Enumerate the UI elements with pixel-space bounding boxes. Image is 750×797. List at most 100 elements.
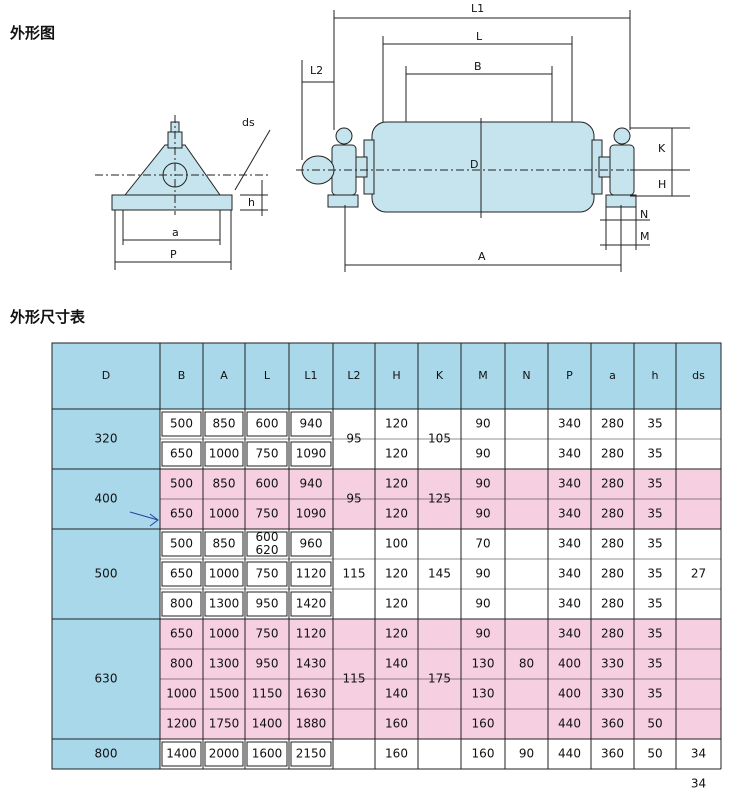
table-cell-value: 1200: [166, 717, 197, 731]
table-cell-n: 90: [519, 747, 534, 761]
table-cell-value: 650: [170, 627, 193, 641]
table-cell-tail: 340: [558, 627, 581, 641]
roller-outline-drawing: ds h a P: [95, 2, 690, 272]
table-cell: [161, 411, 202, 437]
table-cell-value: 1880: [296, 717, 327, 731]
table-cell-tail: 360: [601, 747, 624, 761]
table-cell-h: 160: [385, 717, 408, 731]
table-header-label: A: [220, 369, 228, 382]
table-cell-d: [51, 408, 161, 470]
table-cell-value: 1000: [209, 447, 240, 461]
table-cell-tail: 400: [558, 687, 581, 701]
table-header-label: L: [264, 369, 271, 382]
table-cell-value: 1120: [296, 627, 327, 641]
table-cell-h: 120: [385, 447, 408, 461]
table-cell-tail: 35: [647, 687, 662, 701]
table-cell-value: 850: [213, 477, 236, 491]
table-cell-h: 140: [385, 657, 408, 671]
table-cell-l2: 95: [346, 492, 361, 506]
label-m: M: [640, 230, 650, 243]
table-cell-h: 120: [385, 417, 408, 431]
table-cell-h: 140: [385, 687, 408, 701]
table-cell-value: 1400: [252, 717, 283, 731]
table-header-label: K: [436, 369, 444, 382]
table-cell-tail: 330: [601, 687, 624, 701]
table-cell-l2: 115: [343, 567, 366, 581]
table-header-label: ds: [692, 369, 705, 382]
table-cell: [204, 531, 244, 557]
table-cell-tail: 280: [601, 567, 624, 581]
table-header-cell: [504, 342, 549, 410]
table-cell-m: 70: [475, 537, 490, 551]
table-header-label: H: [392, 369, 400, 382]
table-header-label: D: [102, 369, 110, 382]
table-header-cell: [202, 342, 246, 410]
table-cell: [290, 741, 332, 767]
table-cell-m: 90: [475, 477, 490, 491]
table-cell-value: 1000: [166, 687, 197, 701]
table-header-label: L2: [347, 369, 360, 382]
table-cell-value: 750: [256, 567, 279, 581]
table-section-title: 外形尺寸表: [10, 308, 86, 326]
table-cell-value: 1120: [296, 567, 327, 581]
table-cell-d-value: 400: [95, 492, 118, 506]
table-cell-value: 1600: [252, 747, 283, 761]
table-cell-value: 1630: [296, 687, 327, 701]
table-cell-value: 1750: [209, 717, 240, 731]
table-cell-h: 120: [385, 507, 408, 521]
table-cell-tail: 35: [647, 477, 662, 491]
table-cell: [161, 741, 202, 767]
table-cell-value: 1150: [252, 687, 283, 701]
table-cell-value: 800: [170, 597, 193, 611]
table-cell-value: 1420: [296, 597, 327, 611]
table-cell-value: 650: [170, 567, 193, 581]
table-cell-tail: 280: [601, 507, 624, 521]
table-cell-value: 1300: [209, 597, 240, 611]
table-cell-d: [51, 528, 161, 620]
label-b: B: [474, 60, 482, 73]
table-cell-m: 90: [475, 567, 490, 581]
table-cell-n: 80: [519, 657, 534, 671]
table-cell-tail: 440: [558, 747, 581, 761]
label-a: a: [172, 226, 179, 239]
table-cell-ds: 34: [691, 777, 706, 791]
table-cell: [246, 741, 288, 767]
table-cell-m: 90: [475, 507, 490, 521]
table-cell-tail: 50: [647, 747, 662, 761]
table-cell: [204, 411, 244, 437]
table-cell-tail: 35: [647, 627, 662, 641]
table-cell-value: 850: [213, 417, 236, 431]
table-cell-tail: 340: [558, 567, 581, 581]
table-cell-tail: 330: [601, 657, 624, 671]
table-cell-value: 1500: [209, 687, 240, 701]
table-cell-k: 105: [428, 432, 451, 446]
table-cell-tail: 35: [647, 507, 662, 521]
table-cell-h: 120: [385, 627, 408, 641]
table-cell-k: 145: [428, 567, 451, 581]
label-l2: L2: [310, 64, 323, 77]
table-cell-d-value: 800: [95, 747, 118, 761]
table-cell-value: 600: [256, 477, 279, 491]
table-header-label: N: [522, 369, 530, 382]
table-cell-h: 120: [385, 477, 408, 491]
table-cell-tail: 35: [647, 417, 662, 431]
table-cell-tail: 50: [647, 717, 662, 731]
table-cell: [246, 411, 288, 437]
table-cell-ds: 34: [691, 747, 706, 761]
table-cell-h: 120: [385, 597, 408, 611]
drawing-section-title: 外形图: [10, 24, 56, 42]
table-cell-tail: 340: [558, 507, 581, 521]
table-cell-tail: 35: [647, 447, 662, 461]
table-cell-tail: 280: [601, 477, 624, 491]
table-cell-m: 130: [472, 687, 495, 701]
table-cell-h: 100: [385, 537, 408, 551]
table-cell-m: 90: [475, 597, 490, 611]
table-cell-d-value: 320: [95, 432, 118, 446]
table-cell-tail: 35: [647, 567, 662, 581]
table-cell-value: 1400: [166, 747, 197, 761]
table-cell-h: 120: [385, 567, 408, 581]
label-h-right: H: [658, 178, 666, 191]
table-cell-tail: 400: [558, 657, 581, 671]
table-cell-ds: 27: [691, 567, 706, 581]
table-cell: [204, 561, 244, 587]
